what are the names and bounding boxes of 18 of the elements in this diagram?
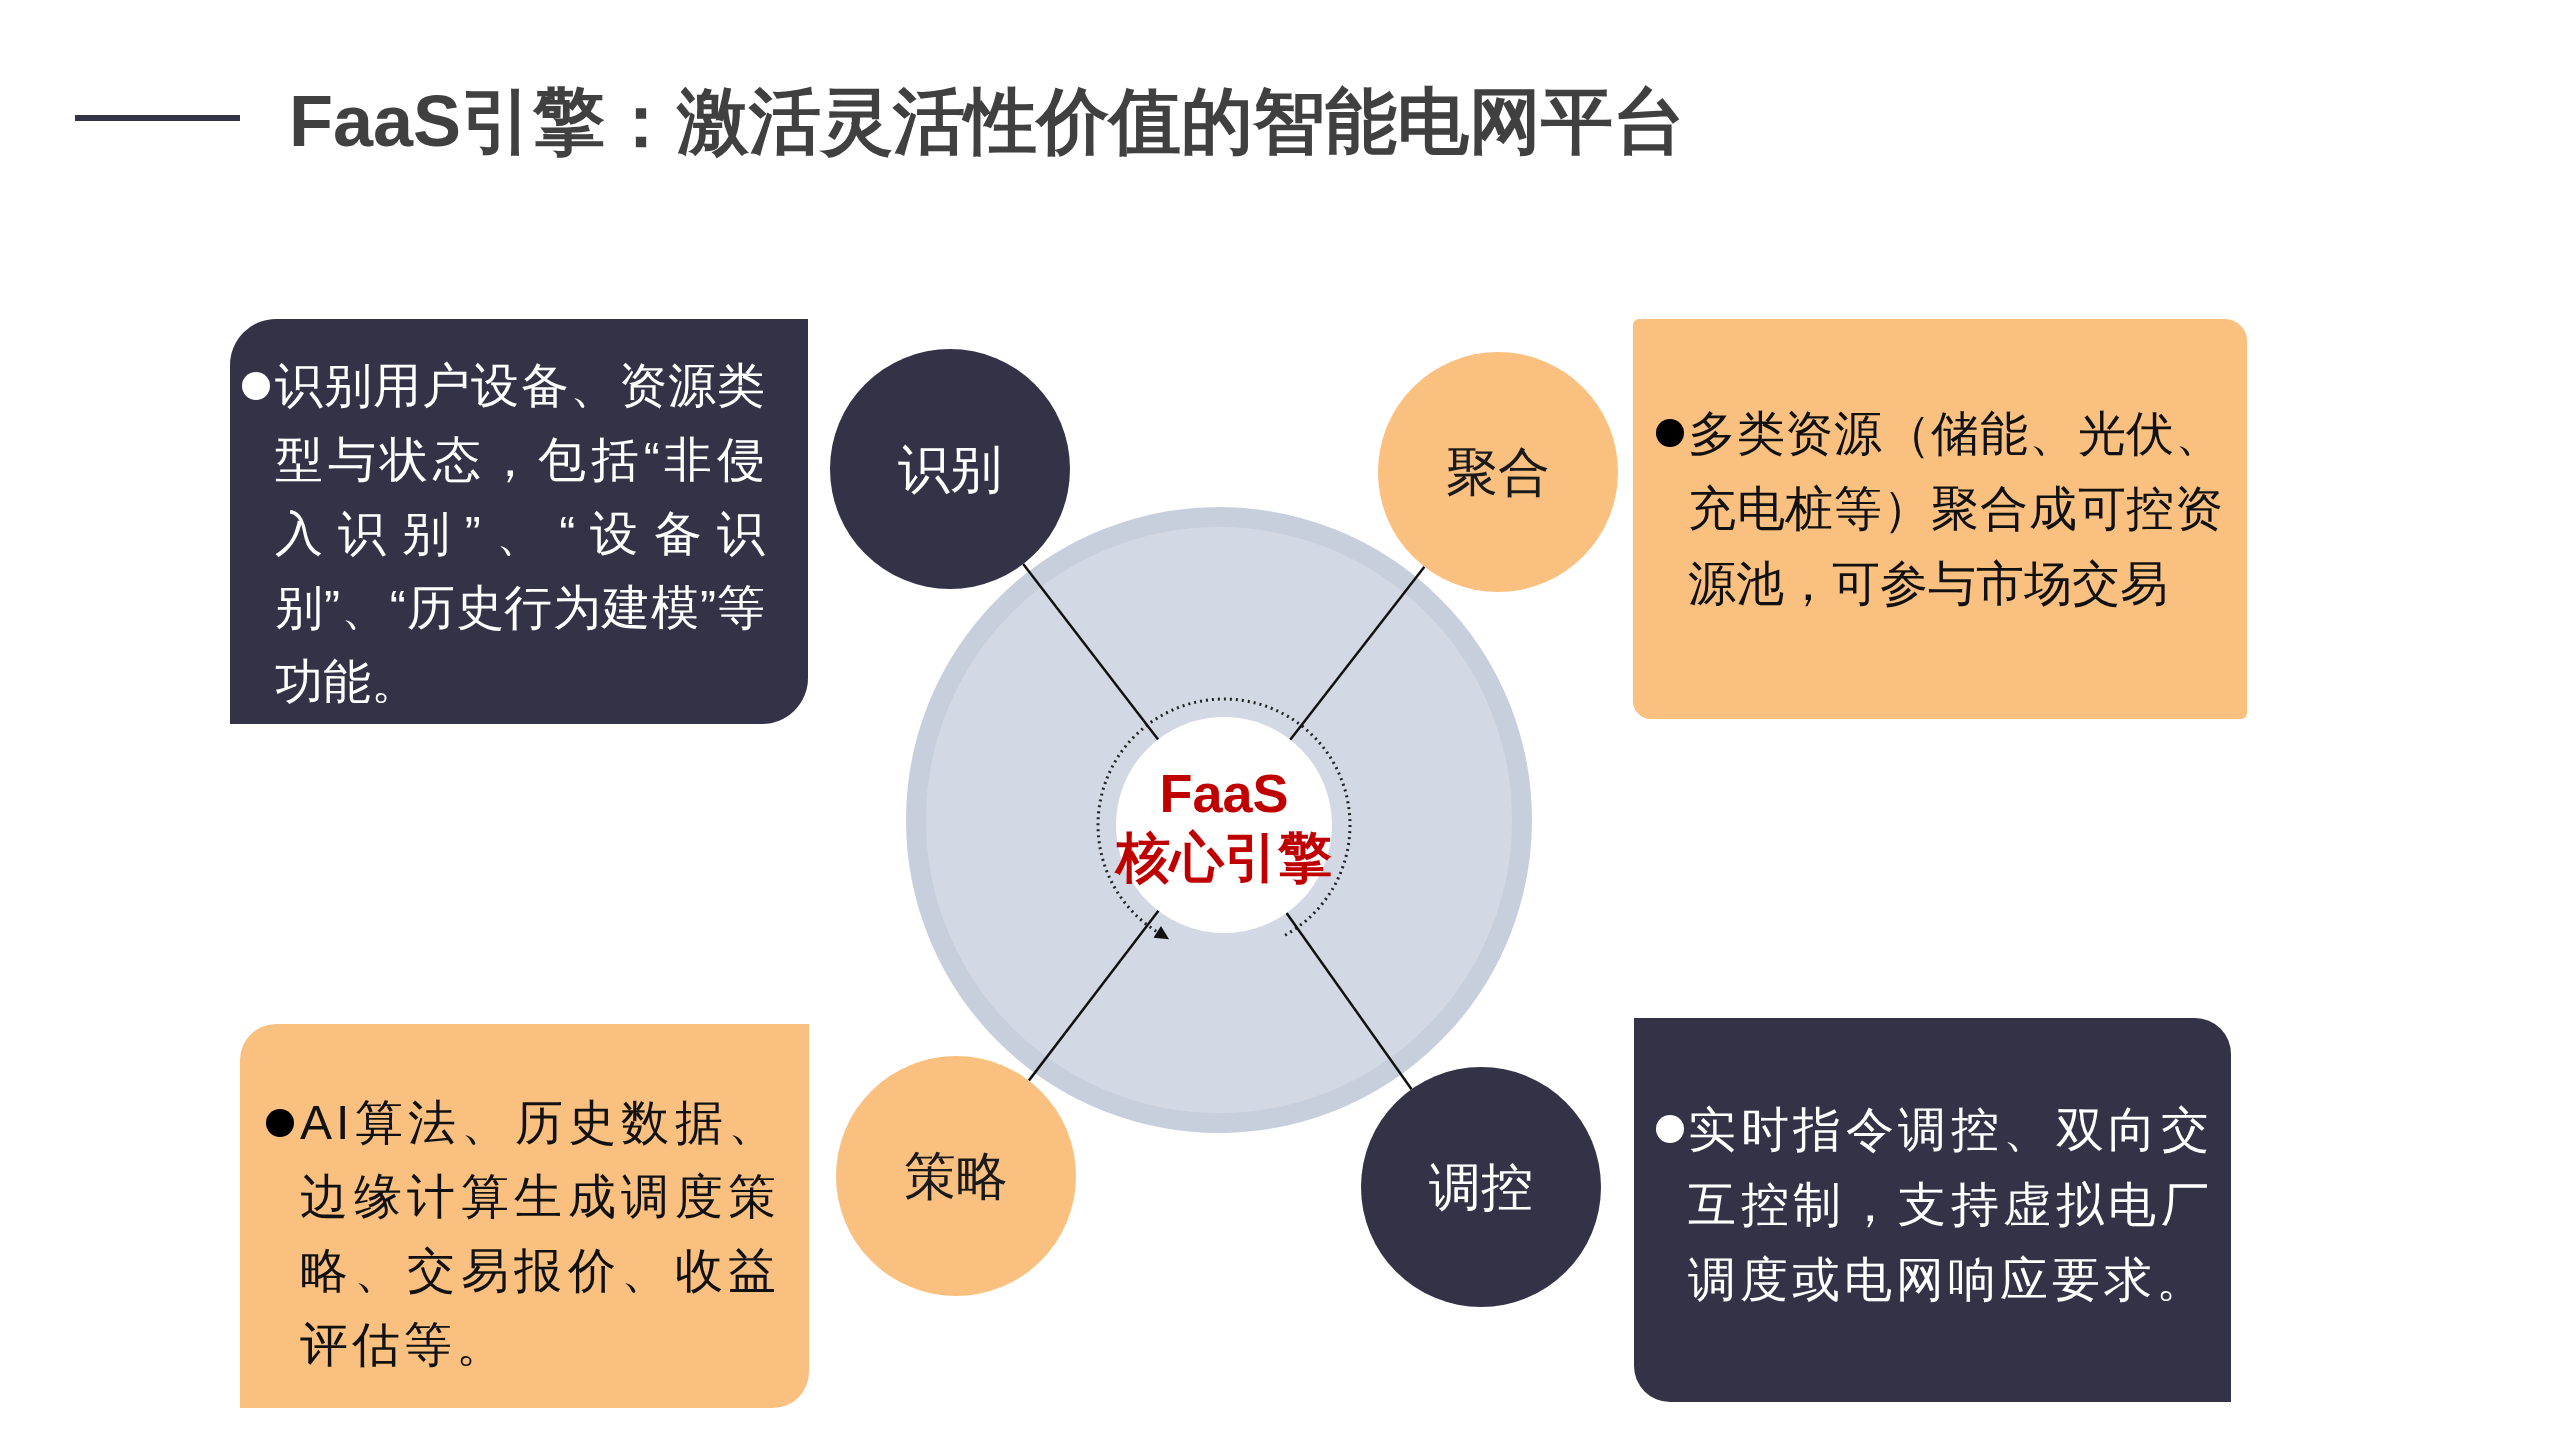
stage-label: 策略 bbox=[904, 1146, 1008, 1207]
connector-line bbox=[1022, 563, 1160, 741]
card-text: 实时指令调控、双向交互控制，支持虚拟电厂调度或电网响应要求。 bbox=[1688, 1102, 2213, 1308]
title: FaaS引擎：激活灵活性价值的智能电网平台 bbox=[289, 80, 1686, 163]
stage-label: 调控 bbox=[1429, 1157, 1533, 1218]
card-text: 识别用户设备、资源类型与状态，包括“非侵入识别”、“设备识别”、“历史行为建模”等功能。 bbox=[275, 358, 765, 710]
core-label: FaaS 核心引擎 bbox=[1116, 762, 1332, 889]
info-card bbox=[240, 1024, 809, 1408]
info-card bbox=[1633, 319, 2247, 719]
connector-line bbox=[1027, 910, 1160, 1082]
stage-label: 识别 bbox=[898, 439, 1002, 500]
connector-line bbox=[1285, 912, 1413, 1090]
info-card bbox=[230, 319, 808, 724]
stage-label: 聚合 bbox=[1446, 442, 1550, 503]
connector-line bbox=[1289, 566, 1426, 741]
info-card bbox=[1634, 1018, 2231, 1402]
card-text: 多类资源（储能、光伏、充电桩等）聚合成可控资源池，可参与市场交易 bbox=[1688, 406, 2223, 612]
card-text: AI算法、历史数据、边缘计算生成调度策略、交易报价、收益评估等。 bbox=[300, 1095, 780, 1373]
